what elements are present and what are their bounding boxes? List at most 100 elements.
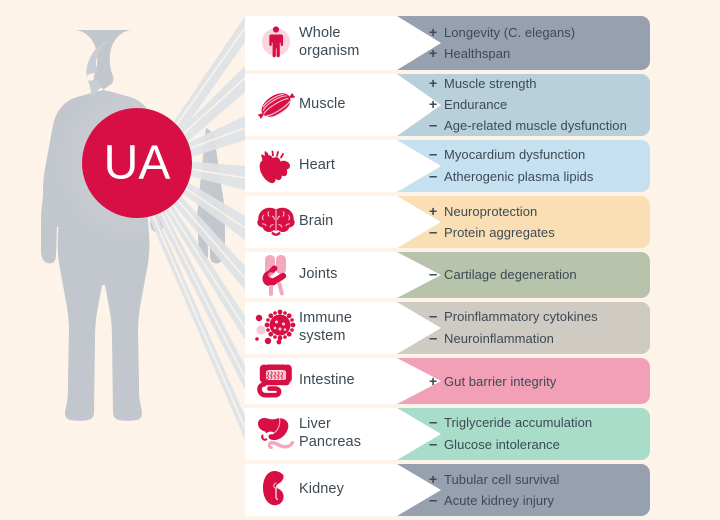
intestine-icon	[245, 358, 299, 404]
effect-list: –Myocardium dysfunction–Atherogenic plas…	[429, 144, 599, 188]
organ-name-line: Kidney	[299, 481, 344, 498]
effect-item: –Atherogenic plasma lipids	[429, 166, 593, 188]
organ-row[interactable]: Kidney+Tubular cell survival–Acute kidne…	[245, 464, 655, 516]
effect-text: Healthspan	[444, 46, 511, 61]
ua-badge-circle	[82, 108, 192, 218]
ua-badge-label: UA	[104, 137, 171, 190]
effect-item: + Neuroprotection	[429, 201, 555, 222]
effect-item: + Longevity (C. elegans)	[429, 22, 575, 43]
minus-sign-icon: –	[429, 146, 438, 164]
effect-item: + Tubular cell survival	[429, 469, 559, 490]
organ-row[interactable]: Joints –Cartilage degeneration	[245, 252, 655, 298]
minus-sign-icon: –	[429, 414, 438, 432]
heart-icon	[245, 140, 299, 192]
organ-row[interactable]: Brain + Neuroprotection –Protein aggregates	[245, 196, 655, 248]
effect-text: Proinflammatory cytokines	[444, 309, 598, 325]
plus-sign-icon: +	[429, 470, 438, 487]
effect-list: –Proinflammatory cytokines–Neuroinflamma…	[429, 306, 604, 350]
minus-sign-icon: –	[429, 436, 438, 453]
organ-name-label: Muscle	[299, 96, 391, 114]
effect-item: –Glucose intolerance	[429, 434, 592, 456]
organ-name-line: Liver	[299, 416, 331, 433]
minus-sign-icon: –	[429, 266, 438, 284]
effect-item: –Proinflammatory cytokines	[429, 306, 598, 328]
effect-list: + Neuroprotection –Protein aggregates	[429, 201, 561, 244]
minus-sign-icon: –	[429, 116, 438, 134]
effect-list: –Cartilage degeneration	[429, 264, 583, 286]
minus-sign-icon: –	[429, 330, 438, 347]
effect-text: Atherogenic plasma lipids	[444, 169, 594, 184]
organ-name-line: Brain	[299, 213, 334, 230]
effect-text: Triglyceride accumulation	[444, 415, 593, 431]
effect-item: –Neuroinflammation	[429, 328, 598, 350]
effect-text: Muscle strength	[444, 76, 537, 92]
organ-name-label: Heart	[299, 157, 391, 175]
effect-text: Cartilage degeneration	[444, 267, 577, 283]
effect-item: –Cartilage degeneration	[429, 264, 577, 286]
effect-item: –Age-related muscle dysfunction	[429, 115, 627, 137]
minus-sign-icon: –	[429, 491, 438, 509]
effect-list: +Tubular cell survival–Acute kidney inju…	[429, 469, 565, 512]
effect-text: Tubular cell survival	[444, 471, 560, 487]
organ-name-label: Kidney	[299, 481, 391, 499]
minus-sign-icon: –	[429, 168, 438, 185]
effect-text: Glucose intolerance	[444, 437, 560, 452]
organ-row[interactable]: Heart–Myocardium dysfunction–Atherogenic…	[245, 140, 655, 192]
effect-list: –Triglyceride accumulation–Glucose intol…	[429, 412, 598, 456]
plus-sign-icon: +	[429, 96, 438, 113]
effect-text: Endurance	[444, 97, 508, 113]
effect-text: Longevity (C. elegans)	[444, 25, 576, 41]
whole-organism-icon	[245, 16, 299, 70]
immune-system-icon	[245, 302, 299, 354]
joints-icon	[245, 252, 299, 298]
effect-list: + Gut barrier integrity	[429, 371, 562, 392]
plus-sign-icon: +	[429, 75, 438, 92]
plus-sign-icon: +	[429, 45, 438, 61]
effect-item: + Endurance	[429, 94, 627, 115]
plus-sign-icon: +	[429, 202, 438, 219]
organ-name-line: Joints	[299, 266, 338, 283]
effect-list: + Longevity (C. elegans) + Healthspan	[429, 22, 581, 64]
effect-item: –Triglyceride accumulation	[429, 412, 592, 434]
effect-item: + Healthspan	[429, 43, 575, 64]
organ-name-label: Joints	[299, 266, 391, 284]
minus-sign-icon: –	[429, 223, 438, 241]
organ-name-line: Intestine	[299, 372, 355, 389]
effect-item: + Gut barrier integrity	[429, 371, 556, 392]
organ-name-line: Immune	[299, 310, 352, 327]
organ-row[interactable]: Intestine + Gut barrier integrity	[245, 358, 655, 404]
organ-name-line: system	[299, 328, 346, 344]
effect-item: + Muscle strength	[429, 73, 627, 94]
effect-item: –Protein aggregates	[429, 222, 555, 244]
organ-name-label: Brain	[299, 213, 391, 231]
effect-text: Acute kidney injury	[444, 492, 555, 508]
effect-text: Myocardium dysfunction	[444, 147, 586, 163]
minus-sign-icon: –	[429, 308, 438, 326]
effect-text: Neuroprotection	[444, 203, 538, 219]
effect-text: Neuroinflammation	[444, 331, 554, 346]
organ-name-line: organism	[299, 43, 360, 59]
organ-name-line: Whole	[299, 25, 341, 42]
organ-name-label: Intestine	[299, 372, 391, 390]
kidney-icon	[245, 464, 299, 516]
organ-name-line: Muscle	[299, 96, 346, 113]
plus-sign-icon: +	[429, 372, 438, 389]
effect-text: Age-related muscle dysfunction	[444, 117, 627, 133]
liver-pancreas-icon	[245, 408, 299, 460]
organ-name-line: Heart	[299, 157, 335, 174]
effect-item: –Acute kidney injury	[429, 490, 559, 512]
organ-row[interactable]: Muscle+Muscle strength+Endurance–Age-rel…	[245, 74, 655, 136]
effect-item: –Myocardium dysfunction	[429, 144, 593, 166]
effect-list: +Muscle strength+Endurance–Age-related m…	[429, 73, 633, 136]
effect-text: Gut barrier integrity	[444, 373, 557, 389]
plus-sign-icon: +	[429, 24, 438, 41]
brain-icon	[245, 196, 299, 248]
